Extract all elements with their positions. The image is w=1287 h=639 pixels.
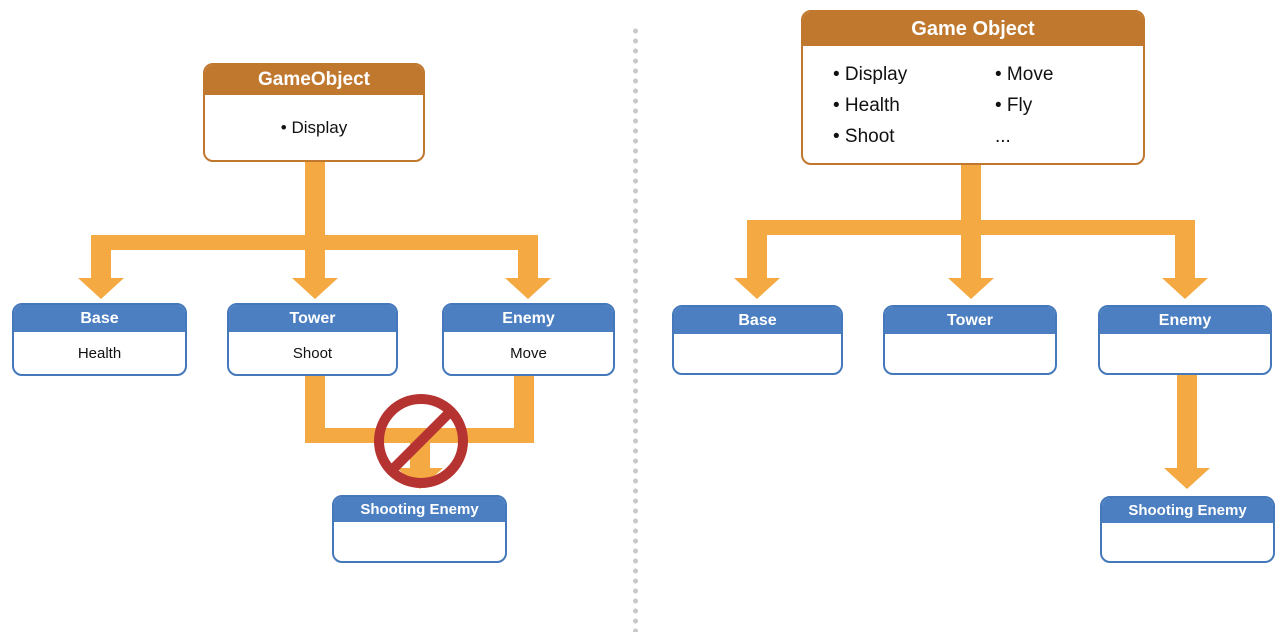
connector-left-hbar <box>91 235 538 250</box>
gameobject-box-left: GameObject • Display <box>203 63 425 162</box>
bullet-item: • Display <box>833 64 908 85</box>
shooting-enemy-body-left <box>334 525 505 558</box>
bullet-column-1: • Display • Health • Shoot <box>833 59 995 152</box>
tower-body-right <box>885 337 1055 374</box>
enemy-box-left: Enemy Move <box>442 303 615 376</box>
gameobject-title-left: GameObject <box>205 65 423 98</box>
base-box-right: Base <box>672 305 843 375</box>
base-box-left: Base Health <box>12 303 187 376</box>
enemy-body-left: Move <box>510 345 547 362</box>
connector-left-enemy-shaft <box>518 248 538 280</box>
connector-right-enemy-shaft <box>1175 233 1195 280</box>
connector-left-base-shaft <box>91 248 111 280</box>
shooting-enemy-title-right: Shooting Enemy <box>1102 498 1273 526</box>
base-body-left: Health <box>77 345 122 362</box>
tower-title-left: Tower <box>229 305 396 335</box>
bullet-item: • Move <box>995 64 1054 85</box>
base-title-left: Base <box>14 305 185 335</box>
game-object-body-right: • Display • Health • Shoot • Move • Fly … <box>803 49 1143 152</box>
shooting-enemy-title-left: Shooting Enemy <box>334 497 505 525</box>
bullet-column-2: • Move • Fly ... <box>995 59 1143 152</box>
connector-left-tower-shaft <box>305 248 325 280</box>
connector-left-root-stub <box>305 160 325 250</box>
arrowhead-right-shooting-icon <box>1164 468 1210 489</box>
tower-title-right: Tower <box>885 307 1055 337</box>
connector-right-enemy-down <box>1177 373 1197 470</box>
shooting-enemy-body-right <box>1102 526 1273 559</box>
arrowhead-left-tower-icon <box>292 278 338 299</box>
game-object-box-right: Game Object • Display • Health • Shoot •… <box>801 10 1145 165</box>
enemy-title-right: Enemy <box>1100 307 1270 337</box>
enemy-box-right: Enemy <box>1098 305 1272 375</box>
bullet-item: • Shoot <box>833 126 895 147</box>
gameobject-body-left: • Display <box>280 118 348 137</box>
no-entry-icon <box>374 394 468 488</box>
connector-right-base-shaft <box>747 233 767 280</box>
tower-body-left: Shoot <box>292 345 333 362</box>
arrowhead-left-enemy-icon <box>505 278 551 299</box>
enemy-body-right <box>1100 337 1270 374</box>
dotted-divider <box>633 28 638 632</box>
tower-box-right: Tower <box>883 305 1057 375</box>
bullet-item: • Fly <box>995 95 1033 116</box>
connector-right-tower-shaft <box>961 163 981 280</box>
tower-box-left: Tower Shoot <box>227 303 398 376</box>
game-object-title-right: Game Object <box>803 12 1143 49</box>
arrowhead-left-base-icon <box>78 278 124 299</box>
base-body-right <box>674 337 841 374</box>
arrowhead-right-tower-icon <box>948 278 994 299</box>
base-title-right: Base <box>674 307 841 337</box>
arrowhead-right-enemy-icon <box>1162 278 1208 299</box>
shooting-enemy-box-right: Shooting Enemy <box>1100 496 1275 563</box>
connector-left-tower-down <box>305 374 325 438</box>
bullet-item: • Health <box>833 95 900 116</box>
enemy-title-left: Enemy <box>444 305 613 335</box>
arrowhead-right-base-icon <box>734 278 780 299</box>
bullet-item: ... <box>995 126 1011 147</box>
shooting-enemy-box-left: Shooting Enemy <box>332 495 507 563</box>
connector-left-enemy-down <box>514 374 534 438</box>
